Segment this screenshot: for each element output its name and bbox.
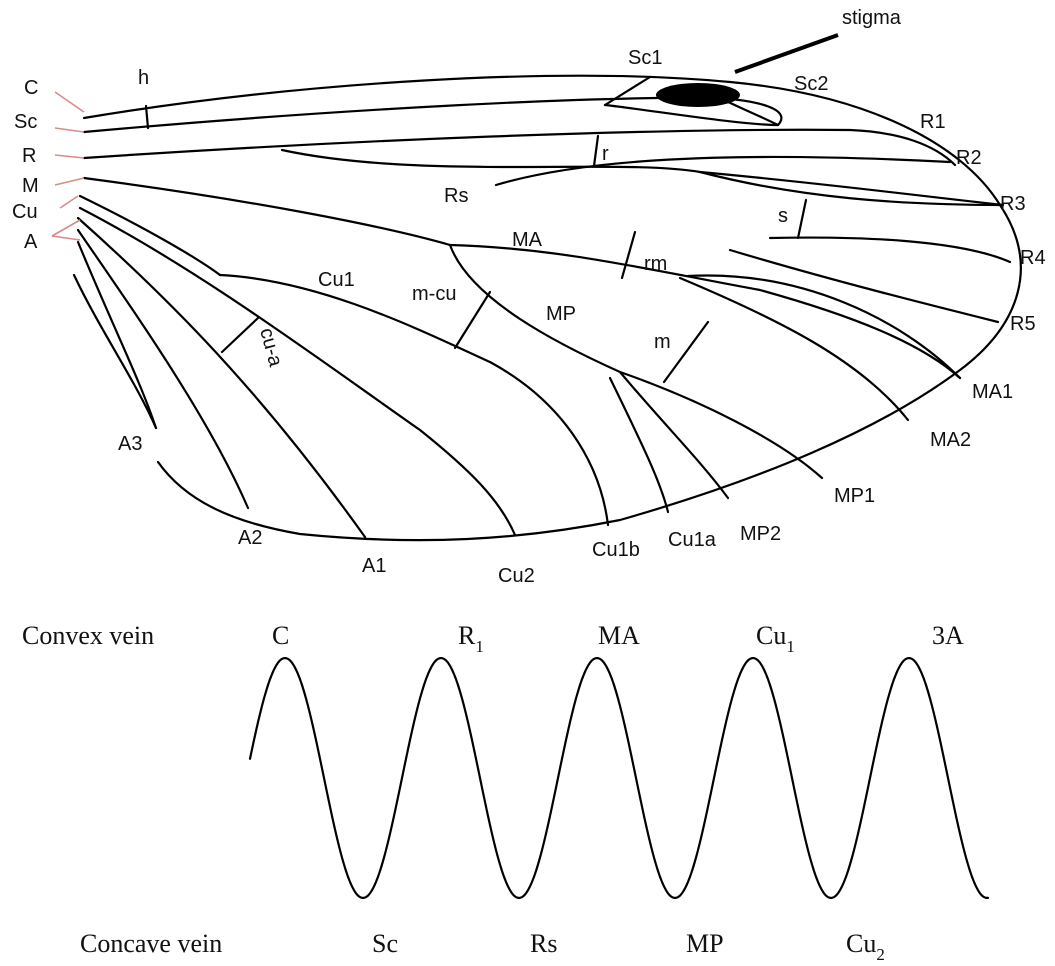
label-s: s: [778, 205, 788, 227]
label-ma2: MA2: [930, 429, 971, 451]
label-cu1b: Cu1b: [592, 539, 640, 561]
pointer-m: [54, 177, 85, 186]
convex-label-r1-sub: 1: [475, 637, 484, 656]
label-r5: R5: [1010, 313, 1036, 335]
convex-label-3a: 3A: [932, 621, 964, 650]
concave-label-cu2-base: Cu: [846, 929, 876, 958]
vein-m: [662, 320, 710, 384]
label-cu2: Cu2: [498, 565, 535, 587]
vein-sc1: [603, 75, 652, 107]
convex-title: Convex vein: [22, 621, 154, 650]
label-cu1: Cu1: [318, 269, 355, 291]
vein-s: [796, 198, 808, 240]
vein-cua: [220, 316, 260, 354]
label-a3: A3: [118, 433, 142, 455]
convex-label-c: C: [272, 621, 289, 650]
vein-m-stem: [82, 176, 452, 247]
corrugation-wave: [248, 657, 990, 899]
wing-diagram: C Sc R M Cu A h Sc1 stigma Sc2 R1 R2 R3 …: [12, 7, 1046, 587]
label-r1: R1: [920, 111, 946, 133]
pointer-c: [54, 91, 85, 113]
label-h: h: [138, 67, 149, 89]
base-label-cu: Cu: [12, 201, 38, 223]
vein-a1: [76, 216, 367, 539]
vein-cu1: [218, 273, 610, 527]
label-mp: MP: [546, 303, 576, 325]
concave-label-rs: Rs: [530, 929, 557, 958]
convex-label-r1-base: R: [458, 621, 476, 650]
vein-r4: [768, 236, 1012, 264]
concave-label-sc: Sc: [372, 929, 398, 958]
label-cu1a: Cu1a: [668, 529, 717, 551]
vein-r1: [82, 128, 957, 167]
label-sc2: Sc2: [794, 73, 828, 95]
stigma-pointer: [734, 33, 839, 74]
label-rs: Rs: [444, 185, 468, 207]
vein-ma1: [686, 274, 962, 380]
vein-ma2: [678, 276, 910, 422]
label-r4: R4: [1020, 247, 1046, 269]
convex-label-cu1-base: Cu: [756, 621, 786, 650]
vein-cu2: [78, 206, 517, 537]
pointer-a2: [51, 235, 81, 241]
label-mp2: MP2: [740, 523, 781, 545]
label-rm: rm: [644, 253, 667, 275]
label-ma1: MA1: [972, 381, 1013, 403]
convex-label-ma: MA: [598, 621, 640, 650]
concave-label-cu2: Cu2: [846, 929, 885, 964]
label-a1: A1: [362, 555, 386, 577]
wing-outline: [82, 74, 1022, 542]
pointer-a: [51, 219, 81, 237]
vein-a2: [76, 228, 250, 510]
label-r3: R3: [1000, 193, 1026, 215]
pointer-sc: [54, 127, 85, 133]
vein-r5: [728, 248, 1000, 324]
corrugation-diagram: Convex vein Concave vein C R1 MA Cu1 3A …: [22, 621, 990, 964]
label-stigma: stigma: [842, 7, 902, 29]
label-mp1: MP1: [834, 485, 875, 507]
concave-title: Concave vein: [80, 929, 222, 958]
vein-r2-branch: [494, 155, 952, 187]
vein-a3b: [72, 273, 158, 430]
label-r2: R2: [956, 147, 982, 169]
base-label-sc: Sc: [14, 111, 37, 133]
vein-r3: [698, 170, 1005, 207]
vein-mp2: [618, 370, 730, 500]
vein-cu-stem: [78, 194, 222, 277]
convex-label-r1: R1: [458, 621, 484, 656]
convex-label-cu1: Cu1: [756, 621, 795, 656]
concave-label-mp: MP: [686, 929, 724, 958]
convex-label-cu1-sub: 1: [786, 637, 795, 656]
label-r: r: [602, 143, 609, 165]
vein-mcu: [453, 290, 492, 350]
base-label-a: A: [24, 231, 38, 253]
base-label-m: M: [22, 175, 39, 197]
vein-a3: [76, 240, 158, 430]
vein-cu1a: [608, 376, 670, 514]
pointer-r: [54, 154, 85, 159]
vein-rs: [280, 148, 1005, 207]
base-label-c: C: [24, 77, 38, 99]
stigma-spot: [656, 83, 740, 107]
vein-h: [144, 104, 150, 130]
label-sc1: Sc1: [628, 47, 662, 69]
label-m: m: [654, 331, 671, 353]
concave-label-cu2-sub: 2: [876, 945, 885, 964]
label-ma: MA: [512, 229, 543, 251]
vein-r: [592, 134, 600, 168]
label-a2: A2: [238, 527, 262, 549]
base-label-r: R: [22, 145, 36, 167]
vein-ma: [448, 243, 962, 380]
label-mcu: m-cu: [412, 283, 456, 305]
vein-rm: [620, 230, 637, 280]
pointer-cu: [59, 195, 79, 209]
